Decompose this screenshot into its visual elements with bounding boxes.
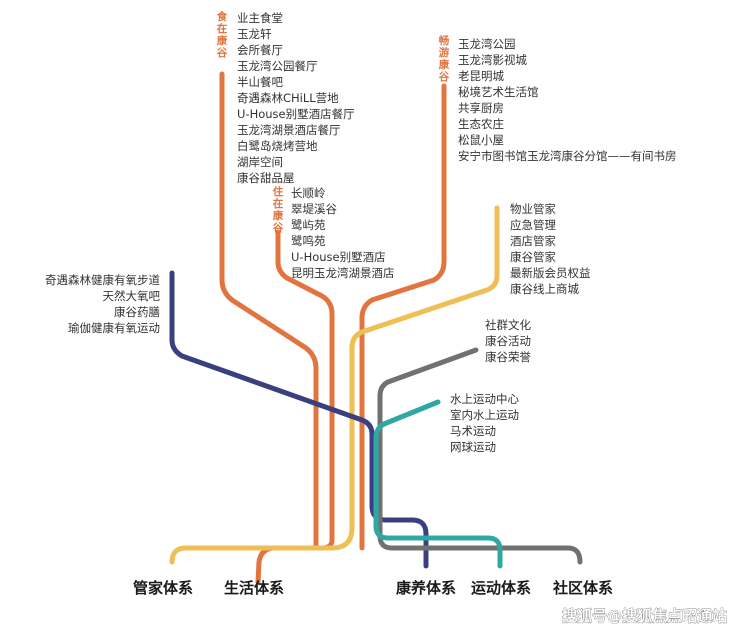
list-health: 奇遇森林健康有氧步道 天然大氧吧 康谷药膳 瑜伽健康有氧运动 xyxy=(45,273,160,335)
list-item: 老昆明城 xyxy=(458,69,504,83)
list-item: 室内水上运动 xyxy=(450,408,519,422)
list-item: 奇遇森林健康有氧步道 xyxy=(45,273,160,287)
list-item: 康谷线上商城 xyxy=(510,282,579,296)
list-item: 会所餐厅 xyxy=(237,43,283,57)
system-label-community: 社区体系 xyxy=(552,579,613,597)
list-item: 康谷管家 xyxy=(510,250,556,264)
list-item: 应急管理 xyxy=(510,218,556,232)
line-community xyxy=(377,347,583,565)
list-item: 最新版会员权益 xyxy=(510,266,591,280)
svg-text:谷: 谷 xyxy=(217,46,228,59)
system-label-steward: 管家体系 xyxy=(133,579,193,597)
list-item: 玉龙轩 xyxy=(237,27,272,41)
line-living-inner xyxy=(359,83,447,551)
svg-text:康: 康 xyxy=(217,34,228,47)
list-item: 鹭屿苑 xyxy=(291,218,326,232)
list-item: 湖岸空间 xyxy=(237,155,283,169)
svg-text:康: 康 xyxy=(273,209,284,222)
list-item: 半山餐吧 xyxy=(237,75,283,89)
list-item: 长顺岭 xyxy=(291,186,326,200)
label-food: 食 在 康 谷 xyxy=(216,10,228,59)
list-steward: 物业管家 应急管理 酒店管家 康谷管家 最新版会员权益 康谷线上商城 xyxy=(510,202,591,296)
list-item: 天然大氧吧 xyxy=(103,289,161,303)
list-item: 生态农庄 xyxy=(458,117,504,131)
list-item: 松鼠小屋 xyxy=(458,133,504,147)
label-living: 住 在 康 谷 xyxy=(273,185,284,234)
list-item: 网球运动 xyxy=(450,440,496,454)
list-item: 翠堤溪谷 xyxy=(291,202,337,216)
line-living-outer xyxy=(219,71,319,551)
list-travel: 玉龙湾公园 玉龙湾影视城 老昆明城 秘境艺术生活馆 共享厨房 生态农庄 松鼠小屋… xyxy=(458,37,677,163)
list-sport: 水上运动中心 室内水上运动 马术运动 网球运动 xyxy=(450,392,519,454)
svg-text:畅: 畅 xyxy=(439,34,450,47)
svg-text:住: 住 xyxy=(273,185,284,198)
list-item: 安宁市图书馆玉龙湾康谷分馆——有间书房 xyxy=(458,149,677,163)
line-health xyxy=(169,270,429,569)
route-lines xyxy=(169,71,583,585)
list-item: U-House别墅酒店餐厅 xyxy=(237,107,355,121)
list-item: 水上运动中心 xyxy=(450,392,519,406)
list-community: 社群文化 康谷活动 康谷荣誉 xyxy=(485,318,531,364)
list-item: 瑜伽健康有氧运动 xyxy=(68,321,160,335)
list-item: 康谷药膳 xyxy=(114,305,160,319)
list-food: 业主食堂 玉龙轩 会所餐厅 玉龙湾公园餐厅 半山餐吧 奇遇森林CHiLL营地 U… xyxy=(237,11,355,185)
list-item: 奇遇森林CHiLL营地 xyxy=(237,91,339,105)
list-item: 康谷活动 xyxy=(485,334,531,348)
list-living: 长顺岭 翠堤溪谷 鹭屿苑 鹭鸣苑 U-House别墅酒店 昆明玉龙湾湖景酒店 xyxy=(291,186,395,280)
list-item: 共享厨房 xyxy=(458,101,504,115)
list-item: 业主食堂 xyxy=(237,11,283,25)
list-item: 马术运动 xyxy=(450,424,496,438)
list-item: 玉龙湾湖景酒店餐厅 xyxy=(237,123,341,137)
list-item: 康谷甜品屋 xyxy=(237,171,295,185)
svg-text:谷: 谷 xyxy=(439,70,450,83)
system-label-health: 康养体系 xyxy=(396,579,456,597)
list-item: 昆明玉龙湾湖景酒店 xyxy=(291,266,395,280)
watermark: 搜狐号@搜狐焦点昭通站 xyxy=(562,607,727,625)
system-labels: 管家体系 生活体系 康养体系 运动体系 社区体系 xyxy=(133,579,613,597)
svg-text:在: 在 xyxy=(273,197,284,210)
list-item: 物业管家 xyxy=(510,202,556,216)
list-item: 社群文化 xyxy=(485,318,531,332)
svg-text:在: 在 xyxy=(217,22,228,35)
system-label-sport: 运动体系 xyxy=(471,579,531,597)
list-item: U-House别墅酒店 xyxy=(291,250,386,264)
list-item: 玉龙湾公园餐厅 xyxy=(237,59,318,73)
line-sport xyxy=(373,399,503,569)
svg-text:游: 游 xyxy=(439,46,450,59)
system-label-living: 生活体系 xyxy=(224,579,284,597)
list-item: 白鹭岛烧烤营地 xyxy=(237,139,318,153)
list-item: 酒店管家 xyxy=(510,234,556,248)
list-item: 秘境艺术生活馆 xyxy=(458,85,539,99)
svg-text:谷: 谷 xyxy=(273,221,284,234)
label-travel: 畅 游 康 谷 xyxy=(439,34,450,83)
svg-text:食: 食 xyxy=(216,10,228,23)
list-item: 玉龙湾影视城 xyxy=(458,53,527,67)
svg-text:康: 康 xyxy=(439,58,450,71)
list-item: 鹭鸣苑 xyxy=(291,234,326,248)
list-item: 玉龙湾公园 xyxy=(458,37,516,51)
line-steward xyxy=(169,205,500,565)
list-item: 康谷荣誉 xyxy=(485,350,531,364)
